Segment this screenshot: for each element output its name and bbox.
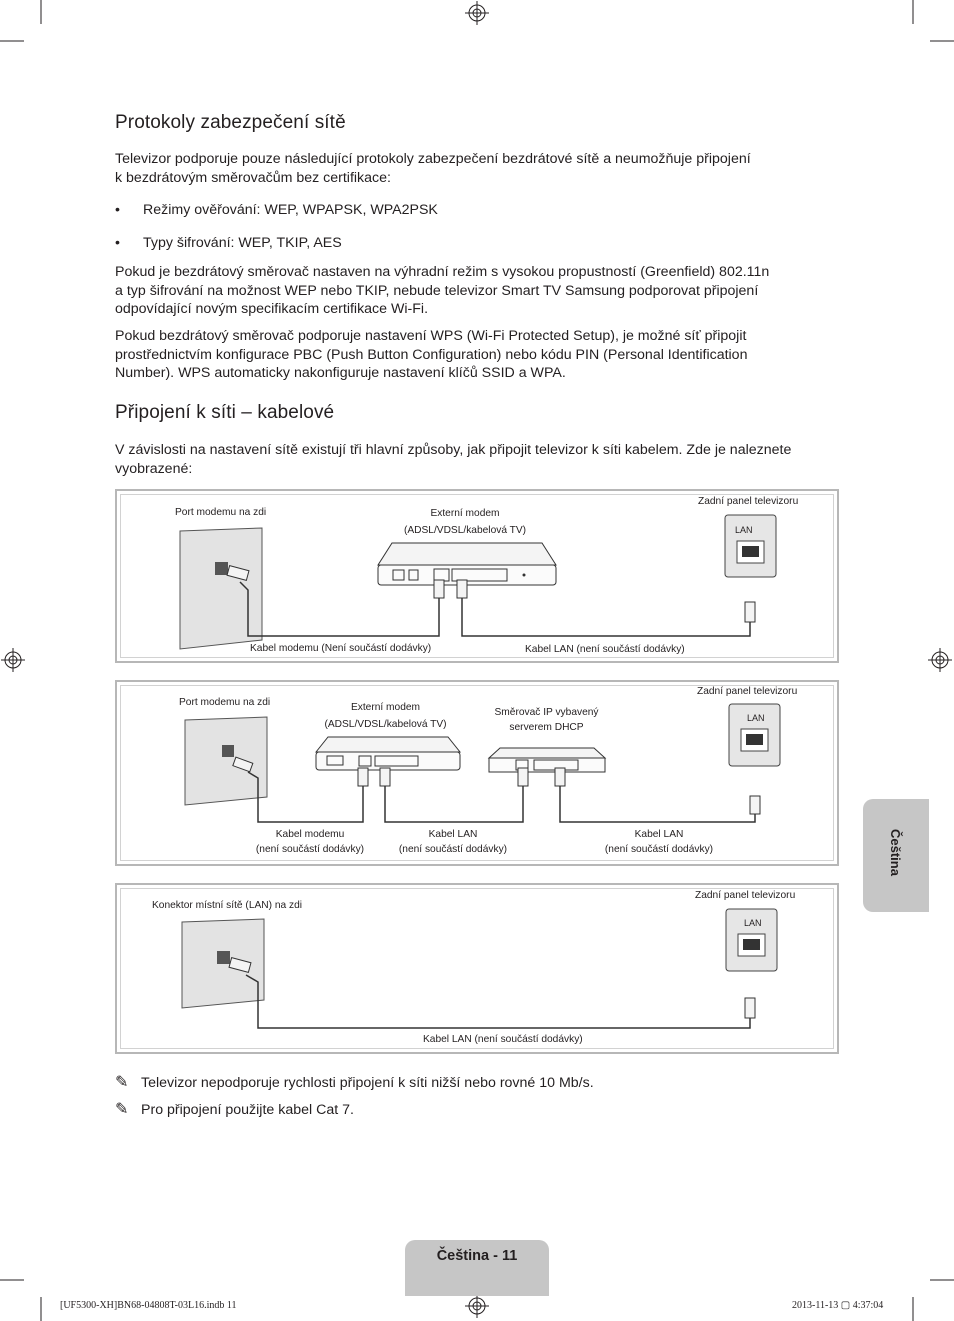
tv-panel-label: Zadní panel televizoru [698, 496, 799, 507]
tv-panel-label: Zadní panel televizoru [695, 890, 796, 901]
language-side-tab: Čeština [863, 799, 929, 912]
greenfield-paragraph: Pokud je bezdrátový směrovač nastaven na… [115, 264, 770, 317]
tv-panel-label: Zadní panel televizoru [697, 686, 798, 697]
page-number-tab: Čeština - 11 [405, 1240, 549, 1296]
router-sub-label: serverem DHCP [509, 722, 584, 733]
cable-plug-icon [232, 756, 254, 773]
wps-paragraph: Pokud bezdrátový směrovač podporuje nast… [115, 328, 748, 381]
modem-cable-label: Kabel modemu (Není součástí dodávky) [250, 643, 432, 654]
note-speed: ✎ Televizor nepodporuje rychlosti připoj… [115, 1074, 594, 1091]
wall-port-icon [215, 562, 228, 575]
lan-port-label: LAN [735, 525, 753, 535]
cable-plug-icon [744, 997, 756, 1019]
cable-plug-icon [749, 795, 761, 815]
section-title-wired: Připojení k síti – kabelové [115, 402, 335, 423]
cable-plug-icon [228, 956, 252, 974]
wall-lan-label: Konektor místní sítě (LAN) na zdi [152, 900, 303, 911]
bullet-encryption: • Typy šifrování: WEP, TKIP, AES [115, 235, 342, 251]
router-label: Směrovač IP vybavený [494, 707, 599, 718]
registration-mark-icon [465, 1, 489, 25]
modem-cable-label: Kabel modemu [275, 829, 345, 840]
cable-plug-icon [517, 767, 529, 787]
bullet-marker: • [115, 235, 120, 251]
lan-cable-sub-2: (není součástí dodávky) [604, 844, 714, 855]
modem-label: Externí modem [430, 508, 500, 519]
bullet-marker: • [115, 202, 120, 218]
tv-lan-port-icon [728, 703, 781, 767]
modem-icon [314, 736, 462, 771]
modem-label: Externí modem [350, 702, 421, 713]
router-icon [487, 747, 607, 773]
modem-icon [377, 542, 557, 586]
modem-sub-label: (ADSL/VDSL/kabelová TV) [324, 719, 447, 730]
cable-plug-icon [554, 767, 566, 787]
print-file-info: [UF5300-XH]BN68-04808T-03L16.indb 11 [60, 1300, 237, 1311]
cable-plug-icon [357, 767, 369, 787]
cable-plug-icon [456, 579, 468, 599]
wired-intro: V závislosti na nastavení sítě existují … [115, 442, 792, 477]
lan-cable-label-2: Kabel LAN [634, 829, 684, 840]
cable-plug-icon [379, 767, 391, 787]
pencil-note-icon: ✎ [115, 1101, 129, 1118]
tv-lan-port-icon [725, 908, 778, 972]
cable-plug-icon [226, 564, 250, 582]
section-title-security: Protokoly zabezpečení sítě [115, 112, 346, 133]
print-date-info: 2013-11-13 ▢ 4:37:04 [792, 1300, 884, 1311]
cable-plug-icon [744, 601, 756, 623]
pencil-note-icon: ✎ [115, 1074, 129, 1091]
wall-port-icon [222, 745, 234, 757]
lan-port-label: LAN [744, 918, 762, 928]
wall-port-icon [217, 951, 230, 964]
lan-port-label: LAN [747, 713, 765, 723]
wall-port-label: Port modemu na zdi [179, 697, 271, 708]
wall-port-label: Port modemu na zdi [175, 507, 267, 518]
modem-sub-label: (ADSL/VDSL/kabelová TV) [403, 525, 527, 536]
lan-cable-label: Kabel LAN [428, 829, 478, 840]
modem-cable-sub: (není součástí dodávky) [255, 844, 365, 855]
bullet-auth: • Režimy ověřování: WEP, WPAPSK, WPA2PSK [115, 202, 438, 218]
security-intro: Televizor podporuje pouze následující pr… [115, 151, 751, 186]
tv-lan-port-icon [724, 514, 777, 578]
note-cable: ✎ Pro připojení použijte kabel Cat 7. [115, 1101, 354, 1118]
wall-panel [179, 527, 263, 650]
wall-panel [184, 716, 268, 806]
lan-cable-label: Kabel LAN (není součástí dodávky) [525, 644, 685, 655]
registration-mark-icon [465, 1294, 489, 1318]
registration-mark-icon [1, 648, 25, 672]
registration-mark-icon [928, 648, 952, 672]
lan-cable-label: Kabel LAN (není součástí dodávky) [423, 1034, 583, 1045]
lan-cable-sub: (není součástí dodávky) [398, 844, 508, 855]
cable-plug-icon [433, 579, 445, 599]
